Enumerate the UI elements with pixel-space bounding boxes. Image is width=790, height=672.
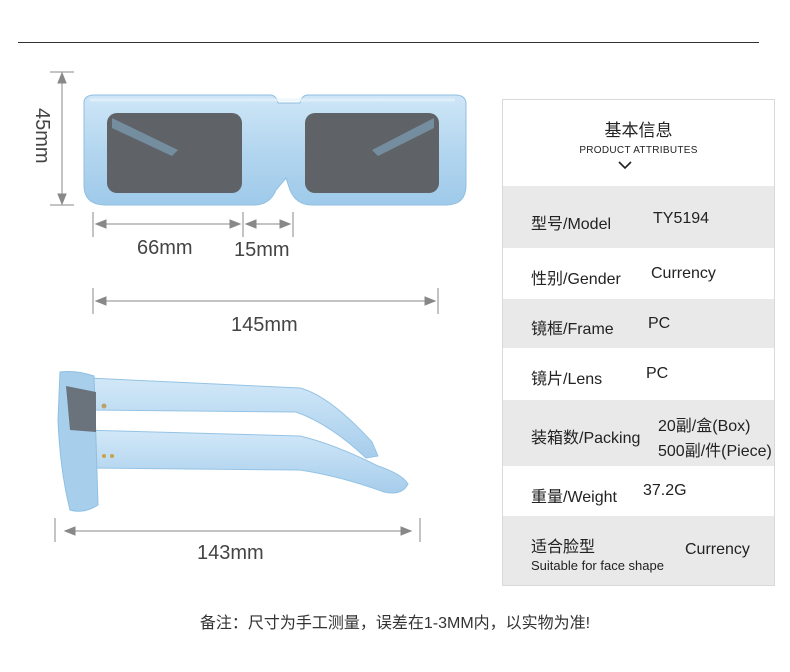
product-attributes-table: 基本信息 PRODUCT ATTRIBUTES 型号/Model TY5194 … (502, 99, 775, 586)
attribute-row-face-shape: 适合脸型 Suitable for face shape Currency (503, 516, 774, 585)
footer-note: 备注：尺寸为手工测量，误差在1-3MM内，以实物为准! (199, 615, 591, 632)
temple-length-dimension (54, 518, 421, 542)
attribute-key: 重量/Weight (531, 489, 617, 506)
attribute-row-lens: 镜片/Lens PC (503, 348, 774, 400)
attribute-value-line1: 20副/盒(Box) (658, 418, 751, 435)
attribute-value-line2: 500副/件(Piece) (658, 443, 772, 460)
lens-bridge-dimension (92, 212, 294, 237)
side-view (57, 371, 409, 512)
attribute-row-gender: 性别/Gender Currency (503, 248, 774, 299)
attributes-subtitle: PRODUCT ATTRIBUTES (579, 145, 698, 156)
attribute-key: 性别/Gender (531, 271, 621, 288)
height-dimension (50, 71, 74, 206)
attribute-key: 装箱数/Packing (531, 430, 641, 447)
attribute-value: PC (646, 365, 669, 382)
front-view (83, 94, 467, 206)
sunglasses-dimension-drawing (50, 71, 467, 542)
attribute-value: PC (648, 315, 671, 332)
chevron-down-icon (618, 161, 632, 170)
attribute-row-packing: 装箱数/Packing 20副/盒(Box) 500副/件(Piece) (503, 400, 774, 466)
temple-length-label: 143mm (197, 542, 264, 564)
attribute-key: 镜片/Lens (531, 371, 603, 388)
right-lens (305, 113, 439, 193)
attributes-title: 基本信息 (604, 121, 673, 140)
near-temple (81, 429, 409, 494)
front-width-label: 145mm (231, 314, 298, 336)
attribute-key-sub: Suitable for face shape (531, 558, 664, 573)
attribute-row-weight: 重量/Weight 37.2G (503, 466, 774, 516)
attribute-value: Currency (651, 265, 716, 282)
attribute-value: 37.2G (643, 482, 687, 499)
attribute-key: 适合脸型 (531, 539, 596, 556)
attribute-key: 镜框/Frame (531, 321, 614, 338)
attribute-row-frame: 镜框/Frame PC (503, 299, 774, 348)
attribute-value: Currency (685, 541, 750, 558)
lens-width-label: 66mm (137, 237, 193, 259)
attribute-value: TY5194 (653, 210, 710, 227)
height-label: 45mm (31, 108, 53, 164)
attribute-key: 型号/Model (531, 216, 612, 233)
attributes-header: 基本信息 PRODUCT ATTRIBUTES (503, 100, 774, 186)
front-width-dimension (92, 288, 439, 314)
top-divider (18, 42, 759, 43)
bridge-width-label: 15mm (234, 239, 290, 261)
attribute-row-model: 型号/Model TY5194 (503, 186, 774, 248)
